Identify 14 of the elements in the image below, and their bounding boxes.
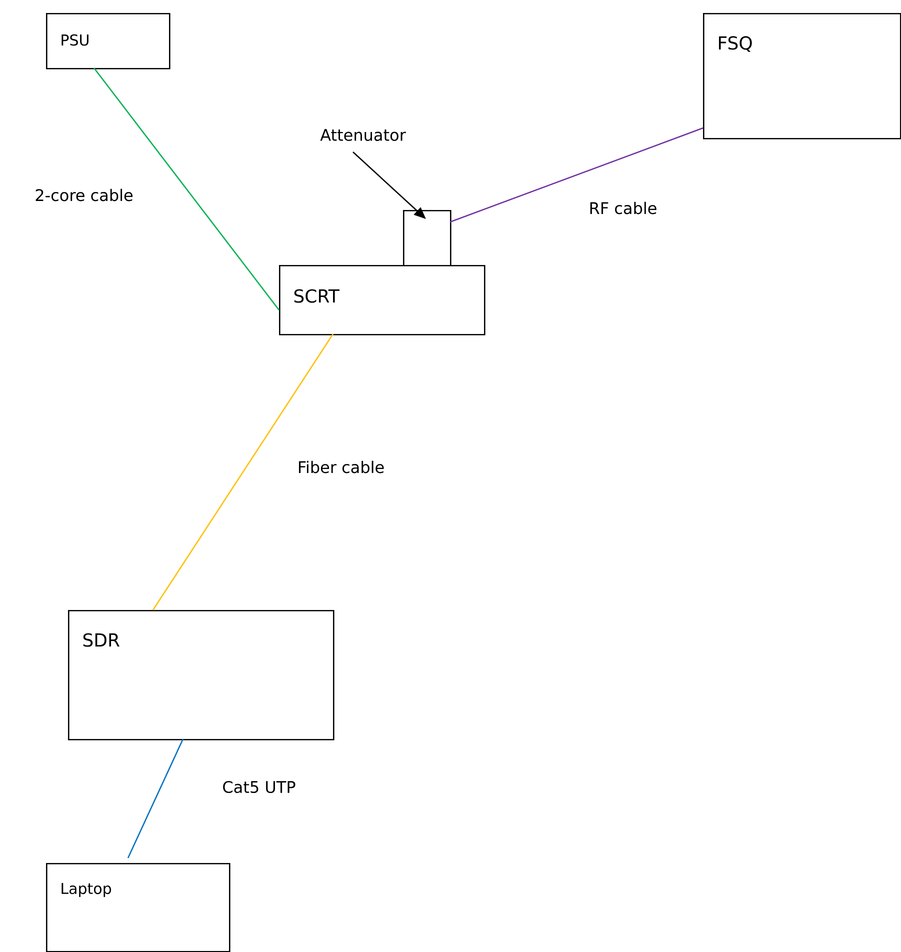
cable-line [152,334,334,610]
device-box: FSQ [703,13,901,140]
edge-label: Cat5 UTP [221,780,297,794]
edge-label: RF cable [588,200,658,216]
attenuator-box [403,210,452,266]
cable-line [127,738,184,858]
cable-line [93,68,280,310]
edge-label: Fiber cable [296,460,386,474]
device-box: PSU [46,13,170,70]
cable-line [450,127,704,223]
edge-label: 2-core cable [34,188,134,202]
device-box: Laptop [46,863,230,952]
device-box: SDR [68,610,334,740]
callout-text: Attenuator [320,129,406,141]
